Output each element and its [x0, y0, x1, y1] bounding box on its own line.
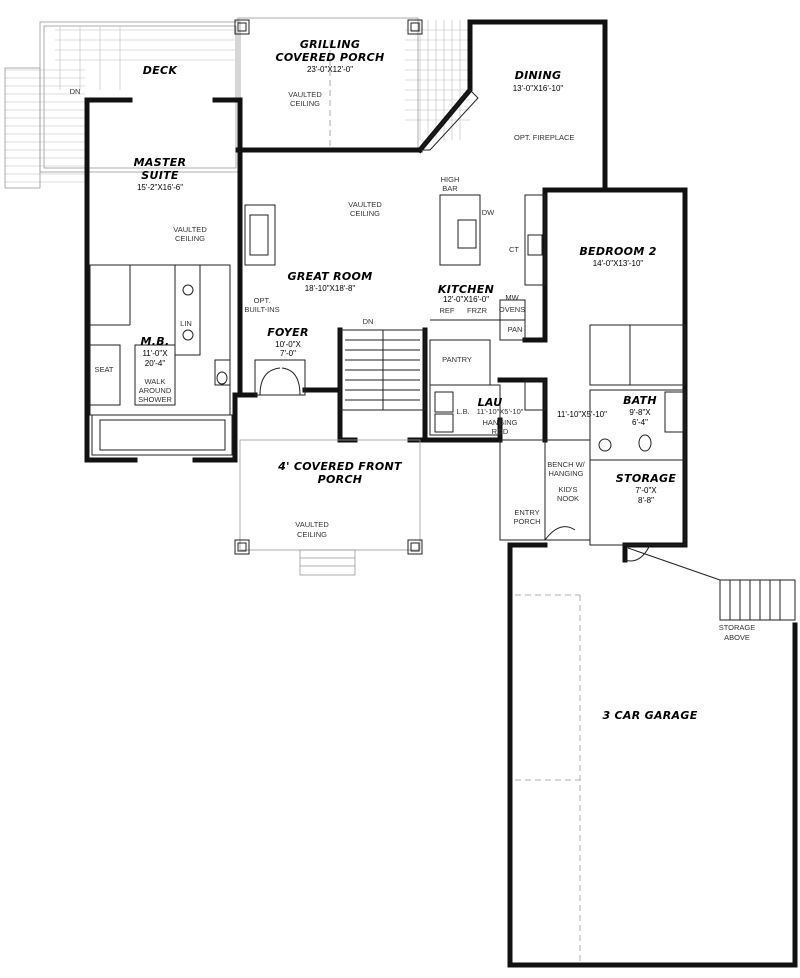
seat-label: SEAT [94, 365, 113, 374]
kitchen-ovens: OVENS [499, 305, 525, 314]
kitchen-high-1: HIGH [441, 175, 460, 184]
labels: DECK DN GRILLING COVERED PORCH 23'-0"X12… [70, 38, 756, 722]
entry-porch-1: ENTRY [514, 508, 539, 517]
walls [84, 19, 798, 968]
grilling-porch-dims: 23'-0"X12'-0" [307, 65, 353, 74]
hanging-rod-1: HANGING [482, 418, 517, 427]
deck-label: DECK [143, 64, 179, 77]
laundry-lb: L.B. [456, 407, 469, 416]
laundry-dims: 11'-10"X5'-10" [477, 407, 524, 416]
shower-note-1: WALK [145, 377, 166, 386]
great-room-dims: 18'-10"X18'-8" [305, 284, 356, 293]
kids-nook-2: NOOK [557, 494, 579, 503]
master-suite-dims: 15'-2"X16'-6" [137, 183, 183, 192]
grilling-porch-note-2: CEILING [290, 99, 320, 108]
front-porch-title-2: PORCH [318, 473, 363, 486]
grilling-porch [234, 17, 423, 151]
garage-storage-1: STORAGE [719, 623, 756, 632]
kitchen-ref: REF [440, 306, 455, 315]
kitchen-high-2: BAR [442, 184, 458, 193]
foyer-dims-1: 10'-0"X [275, 340, 301, 349]
bedroom2-dims: 14'-0"X13'-10" [593, 259, 644, 268]
great-room-label: GREAT ROOM [288, 270, 373, 283]
bench-note-1: BENCH W/ [547, 460, 585, 469]
kitchen-ct: CT [509, 245, 519, 254]
master-bath-label: M.B. [141, 335, 170, 348]
master-bath-dims-1: 11'-0"X [142, 349, 168, 358]
kitchen-pan: PAN [508, 325, 523, 334]
bedroom2-label: BEDROOM 2 [579, 245, 656, 258]
linen-label: LIN [180, 319, 192, 328]
kitchen-dw: DW [482, 208, 495, 217]
master-suite-note-1: VAULTED [173, 225, 207, 234]
great-room-opt-1: OPT. [254, 296, 271, 305]
laundry-label: LAU [478, 396, 503, 409]
pantry-label: PANTRY [442, 355, 472, 364]
great-room-opt-2: BUILT-INS [244, 305, 279, 314]
hall-dims: 11'-10"X5'-10" [557, 410, 607, 419]
bath-dims-2: 6'-4" [632, 418, 648, 427]
dining-fireplace-note: OPT. FIREPLACE [514, 133, 574, 142]
deck-dn-label: DN [70, 87, 81, 96]
bench-note-2: HANGING [548, 469, 583, 478]
interior-lines [89, 89, 796, 965]
master-bath-dims-2: 20'-4" [145, 359, 166, 368]
kitchen-label: KITCHEN [438, 283, 494, 296]
garage-label: 3 CAR GARAGE [602, 709, 697, 722]
great-room-dn: DN [363, 317, 374, 326]
grilling-porch-note-1: VAULTED [288, 90, 322, 99]
kitchen-mw: MW [505, 293, 519, 302]
dining-dims: 13'-0"X16'-10" [513, 84, 564, 93]
garage-storage-2: ABOVE [724, 633, 750, 642]
master-suite-title-2: SUITE [141, 169, 179, 182]
entry-porch-2: PORCH [513, 517, 540, 526]
storage-dims-2: 8'-8" [638, 496, 654, 505]
storage-dims-1: 7'-0"X [635, 486, 657, 495]
hanging-rod-2: ROD [492, 427, 509, 436]
foyer-label: FOYER [267, 326, 309, 339]
storage-label: STORAGE [616, 472, 677, 485]
kitchen-dims: 12'-0"X16'-0" [443, 295, 489, 304]
front-porch-title-1: 4' COVERED FRONT [277, 460, 403, 473]
grilling-porch-title-2: COVERED PORCH [275, 51, 384, 64]
great-room-note-2: CEILING [350, 209, 380, 218]
dining-label: DINING [515, 69, 562, 82]
bath-dims-1: 9'-8"X [629, 408, 651, 417]
great-room-note-1: VAULTED [348, 200, 382, 209]
front-porch-note-2: CEILING [297, 530, 327, 539]
master-suite-title-1: MASTER [134, 156, 187, 169]
front-porch-note-1: VAULTED [295, 520, 329, 529]
master-suite-note-2: CEILING [175, 234, 205, 243]
kids-nook-1: KID'S [559, 485, 578, 494]
shower-note-2: AROUND [139, 386, 172, 395]
shower-note-3: SHOWER [138, 395, 172, 404]
foyer-dims-2: 7'-0" [280, 349, 296, 358]
grilling-porch-title-1: GRILLING [300, 38, 360, 51]
bath-label: BATH [623, 394, 657, 407]
kitchen-frzr: FRZR [467, 306, 488, 315]
